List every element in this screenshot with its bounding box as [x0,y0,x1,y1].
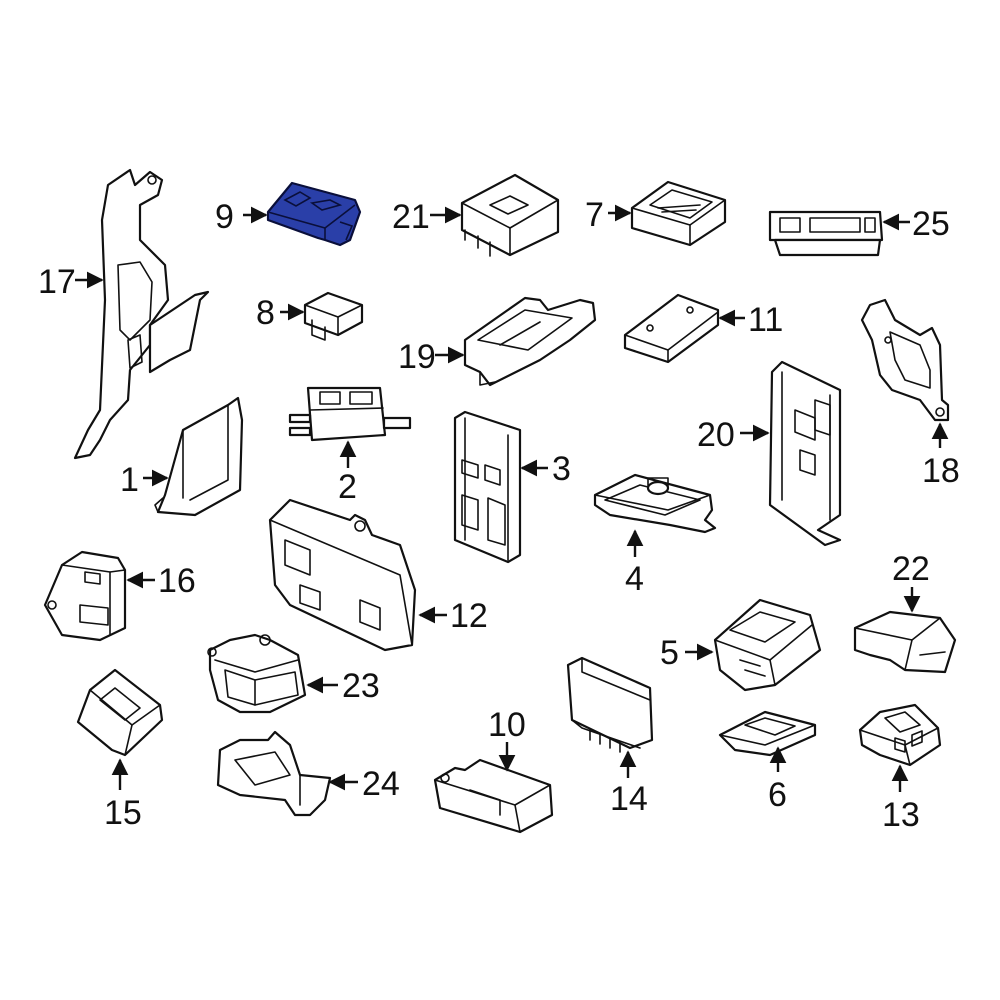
callout-4: 4 [625,560,644,598]
callout-15: 15 [104,794,142,832]
callout-16: 16 [158,562,196,600]
callout-1: 1 [120,461,139,499]
callout-18: 18 [922,452,960,490]
callout-21: 21 [392,198,430,236]
callout-10: 10 [488,706,526,744]
callout-14: 14 [610,780,648,818]
part-9-module-highlighted[interactable] [266,181,362,247]
part-20-module[interactable] [768,360,842,547]
part-24-bracket[interactable] [216,730,332,817]
callout-12: 12 [450,597,488,635]
part-8-module[interactable] [303,291,364,341]
callout-24: 24 [362,765,400,803]
part-11-module[interactable] [623,293,720,364]
callout-8: 8 [256,294,275,332]
callout-22: 22 [892,550,930,588]
part-12-module[interactable] [268,498,417,652]
callout-6: 6 [768,776,787,814]
part-25-module[interactable] [768,210,884,257]
callout-20: 20 [697,416,735,454]
callout-2: 2 [338,468,357,506]
callout-23: 23 [342,667,380,705]
callout-11: 11 [748,301,783,339]
callout-9: 9 [215,198,234,236]
part-10-module[interactable] [433,758,554,834]
part-14-module[interactable] [566,656,654,753]
part-4-module[interactable] [593,473,717,534]
part-6-module[interactable] [718,710,817,757]
part-5-module[interactable] [713,598,822,692]
callout-labels: 17 9 21 7 25 8 19 11 18 20 2 3 1 4 16 12… [38,196,960,834]
callout-17: 17 [38,263,76,301]
leader-arrows [75,204,949,792]
callout-5: 5 [660,634,679,672]
part-13-module[interactable] [858,703,942,767]
part-23-module[interactable] [207,633,307,714]
part-3-module[interactable] [453,410,522,564]
part-7-module[interactable] [630,180,727,247]
callout-19: 19 [398,338,436,376]
part-22-cover[interactable] [853,610,957,674]
callout-13: 13 [882,796,920,834]
part-21-module[interactable] [460,173,560,257]
callout-3: 3 [552,450,571,488]
callout-7: 7 [585,196,604,234]
part-19-tray[interactable] [463,296,597,387]
part-18-bracket[interactable] [860,298,950,422]
part-2-module[interactable] [288,386,412,442]
callout-25: 25 [912,205,950,243]
part-16-module[interactable] [43,550,127,642]
part-17-bracket[interactable] [73,168,210,460]
part-1-module[interactable] [154,396,244,517]
part-15-module[interactable] [76,668,164,757]
